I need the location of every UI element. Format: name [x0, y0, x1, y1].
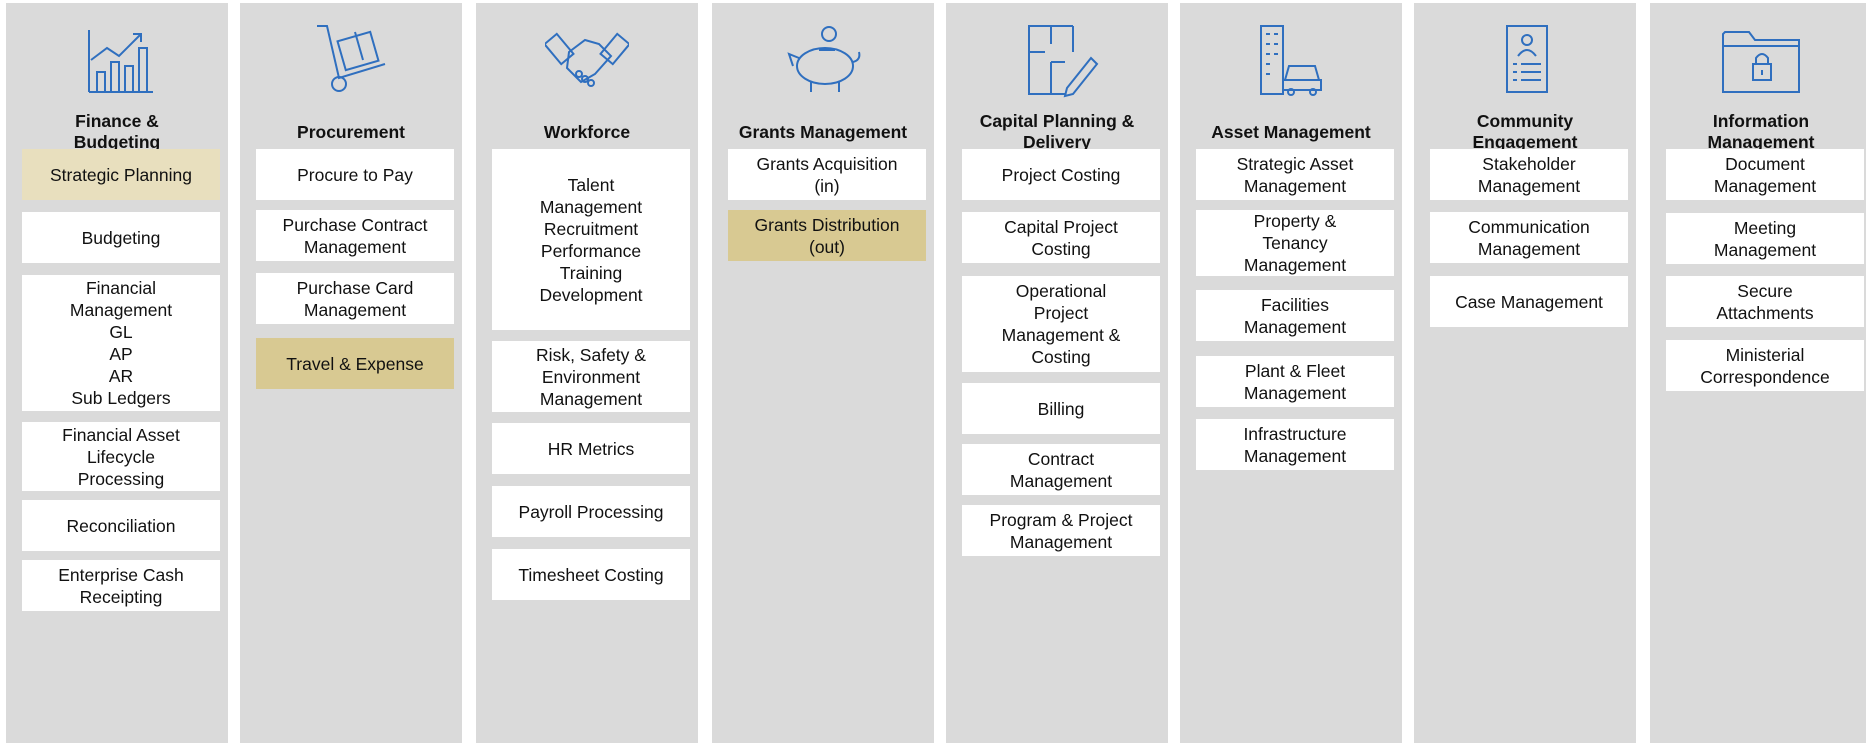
risk-safety-environment-box: Risk, Safety & Environment Management — [492, 341, 690, 412]
project-costing-box: Project Costing — [962, 149, 1160, 200]
column-title: Grants Management — [738, 121, 908, 142]
meeting-management-box: Meeting Management — [1666, 213, 1864, 264]
program-project-management-box: Program & Project Management — [962, 505, 1160, 556]
strategic-planning-box: Strategic Planning — [22, 149, 220, 200]
talent-management-box: Talent Management Recruitment Performanc… — [492, 149, 690, 330]
capital-project-costing-box: Capital Project Costing — [962, 212, 1160, 263]
infrastructure-management-box: Infrastructure Management — [1196, 419, 1394, 470]
timesheet-costing-box: Timesheet Costing — [492, 549, 690, 600]
profile-document-icon — [1483, 22, 1567, 98]
column-title: Procurement — [297, 121, 405, 142]
communication-management-box: Communication Management — [1430, 212, 1628, 263]
column-workforce: Workforce Talent Management Recruitment … — [476, 3, 698, 743]
column-title: Workforce — [543, 121, 631, 142]
document-management-box: Document Management — [1666, 149, 1864, 200]
locked-folder-icon — [1719, 22, 1803, 98]
grants-acquisition-box: Grants Acquisition (in) — [728, 149, 926, 200]
property-tenancy-management-box: Property & Tenancy Management — [1196, 210, 1394, 276]
column-asset-management: Asset Management Strategic Asset Managem… — [1180, 3, 1402, 743]
operational-project-management-box: Operational Project Management & Costing — [962, 276, 1160, 372]
purchase-contract-management-box: Purchase Contract Management — [256, 210, 454, 261]
purchase-card-management-box: Purchase Card Management — [256, 273, 454, 324]
secure-attachments-box: Secure Attachments — [1666, 276, 1864, 327]
column-title: Community Engagement — [1472, 111, 1578, 152]
financial-asset-lifecycle-box: Financial Asset Lifecycle Processing — [22, 422, 220, 491]
facilities-management-box: Facilities Management — [1196, 290, 1394, 341]
column-title: Finance & Budgeting — [73, 111, 161, 152]
piggy-bank-icon — [781, 22, 865, 98]
column-title: Information Management — [1707, 111, 1815, 152]
column-community-engagement: Community Engagement Stakeholder Managem… — [1414, 3, 1636, 743]
financial-management-box: Financial Management GL AP AR Sub Ledger… — [22, 275, 220, 411]
chart-growth-icon — [75, 22, 159, 98]
floor-plan-icon — [1015, 22, 1099, 98]
strategic-asset-management-box: Strategic Asset Management — [1196, 149, 1394, 200]
column-grants-management: Grants Management Grants Acquisition (in… — [712, 3, 934, 743]
column-capital-planning: Capital Planning & Delivery Project Cost… — [946, 3, 1168, 743]
handshake-icon — [545, 22, 629, 98]
contract-management-box: Contract Management — [962, 444, 1160, 495]
column-title: Asset Management — [1211, 121, 1371, 142]
hand-truck-icon — [309, 22, 393, 98]
grants-distribution-box: Grants Distribution (out) — [728, 210, 926, 261]
column-information-management: Information Management Document Manageme… — [1650, 3, 1866, 743]
column-procurement: Procurement Procure to Pay Purchase Cont… — [240, 3, 462, 743]
building-car-icon — [1249, 22, 1333, 98]
stakeholder-management-box: Stakeholder Management — [1430, 149, 1628, 200]
ministerial-correspondence-box: Ministerial Correspondence — [1666, 340, 1864, 391]
budgeting-box: Budgeting — [22, 212, 220, 263]
column-title: Capital Planning & Delivery — [979, 111, 1135, 152]
hr-metrics-box: HR Metrics — [492, 423, 690, 474]
billing-box: Billing — [962, 383, 1160, 434]
plant-fleet-management-box: Plant & Fleet Management — [1196, 356, 1394, 407]
enterprise-cash-receipting-box: Enterprise Cash Receipting — [22, 560, 220, 611]
procure-to-pay-box: Procure to Pay — [256, 149, 454, 200]
case-management-box: Case Management — [1430, 276, 1628, 327]
travel-expense-box: Travel & Expense — [256, 338, 454, 389]
column-finance-budgeting: Finance & Budgeting Strategic Planning B… — [6, 3, 228, 743]
reconciliation-box: Reconciliation — [22, 500, 220, 551]
payroll-processing-box: Payroll Processing — [492, 486, 690, 537]
